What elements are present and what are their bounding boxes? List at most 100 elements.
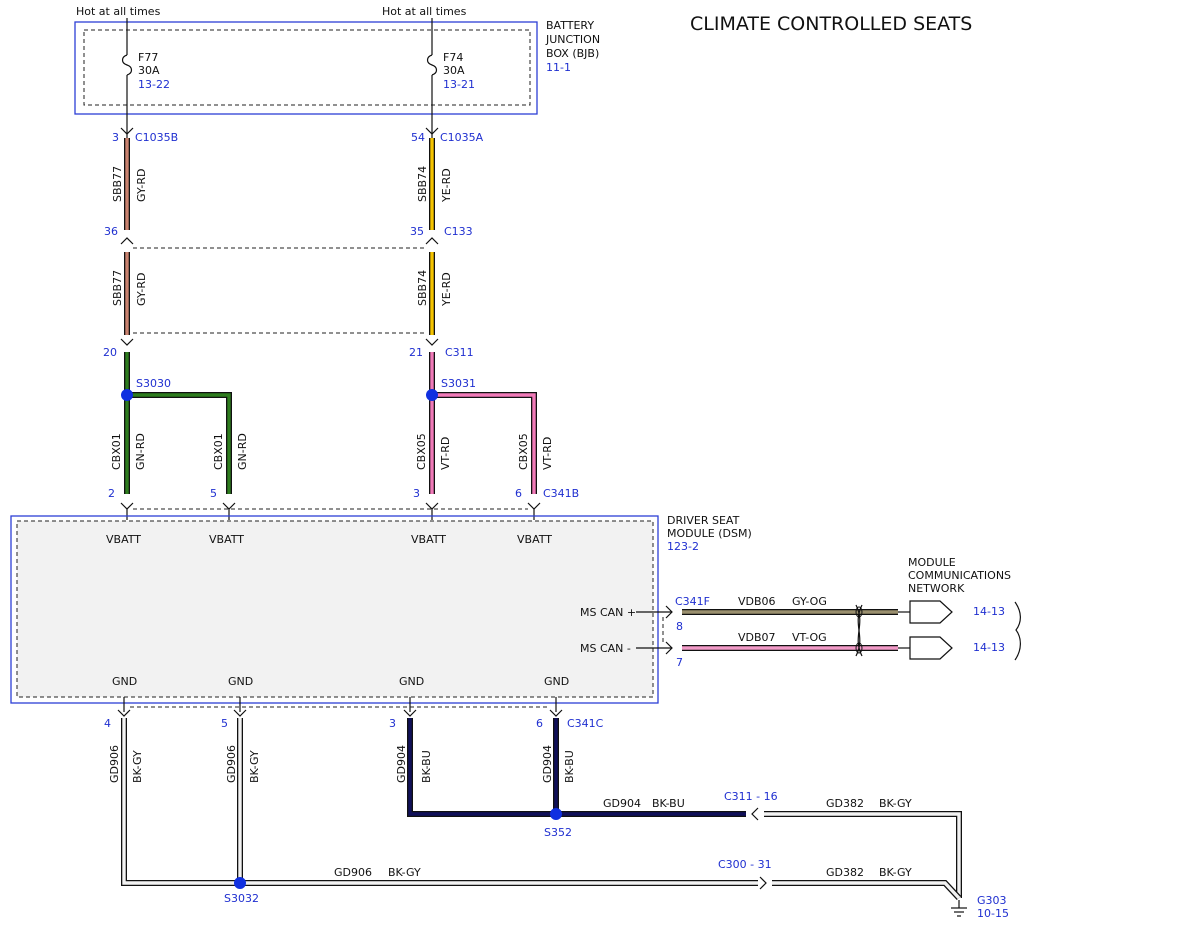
wire-vt-rd-a: VT-RD xyxy=(439,437,452,470)
splice-s3031-label: S3031 xyxy=(441,377,476,390)
wire-cbx05-branch xyxy=(432,392,537,494)
dsm-gnd-2: GND xyxy=(228,675,253,688)
wire-gd904-b: GD904 xyxy=(541,745,554,783)
bjb-ref: 11-1 xyxy=(546,61,571,74)
dsm-vbatt-3: VBATT xyxy=(411,533,446,546)
wire-vt-rd-b: VT-RD xyxy=(541,437,554,470)
c341b-pin-3: 3 xyxy=(413,487,420,500)
c311-label: C311 xyxy=(445,346,474,359)
wire-bk-bu-a: BK-BU xyxy=(420,750,433,783)
wire-gd382-a: GD382 xyxy=(826,797,864,810)
network-connector-minus xyxy=(909,636,953,660)
wire-gd906-b: GD906 xyxy=(225,745,238,783)
dsm-ms-can-plus: MS CAN + xyxy=(580,606,636,619)
wire-gn-rd-b: GN-RD xyxy=(236,433,249,470)
c341c-pin-2: 5 xyxy=(221,717,228,730)
wire-gd906-left xyxy=(121,718,758,886)
splice-s3031 xyxy=(426,389,438,401)
wire-gn-rd-a: GN-RD xyxy=(134,433,147,470)
splice-s352-label: S352 xyxy=(544,826,572,839)
c133-label: C133 xyxy=(444,225,473,238)
wire-bk-gy-b: BK-GY xyxy=(248,750,261,783)
wire-vdb06: VDB06 xyxy=(738,595,776,608)
bjb-name-3: BOX (BJB) xyxy=(546,47,599,60)
ground-symbol xyxy=(951,900,967,917)
c311-16-label: C311 - 16 xyxy=(724,790,778,803)
c341b-pin-1: 2 xyxy=(108,487,115,500)
wires-layer xyxy=(121,138,962,901)
wire-bk-gy-c: BK-GY xyxy=(879,797,912,810)
fuse-f77-id: F77 xyxy=(138,51,158,64)
c1035b-pin: 3 xyxy=(112,131,119,144)
fuse-f74-amps: 30A xyxy=(443,64,465,77)
wire-gy-rd-b: GY-RD xyxy=(135,273,148,306)
ground-ref: 10-15 xyxy=(977,907,1009,920)
dsm-ref: 123-2 xyxy=(667,540,699,553)
wire-sbb77-b: SBB77 xyxy=(111,270,124,306)
power-label-right: Hot at all times xyxy=(382,5,467,18)
c311-pin-right: 21 xyxy=(409,346,423,359)
network-ref-minus: 14-13 xyxy=(973,641,1005,654)
splice-s3030 xyxy=(121,389,133,401)
wire-ye-rd-a: YE-RD xyxy=(440,168,453,203)
wire-gd382-b: GD382 xyxy=(826,866,864,879)
twisted-pair-symbol xyxy=(855,604,863,657)
c311-pin-left: 20 xyxy=(103,346,117,359)
fuse-f77-ref: 13-22 xyxy=(138,78,170,91)
c300-31-label: C300 - 31 xyxy=(718,858,772,871)
dsm-vbatt-1: VBATT xyxy=(106,533,141,546)
splice-layer xyxy=(121,389,562,889)
c341c-pin-4: 6 xyxy=(536,717,543,730)
dsm-vbatt-2: VBATT xyxy=(209,533,244,546)
c341f-label: C341F xyxy=(675,595,710,608)
wire-gd382-upper xyxy=(764,811,962,898)
fuse-f74: F74 30A 13-21 xyxy=(426,51,475,91)
power-label-left: Hot at all times xyxy=(76,5,161,18)
splice-s3032-label: S3032 xyxy=(224,892,259,905)
wire-gd904-h: GD904 xyxy=(603,797,641,810)
dsm-gnd-3: GND xyxy=(399,675,424,688)
battery-junction-box: BATTERY JUNCTION BOX (BJB) 11-1 xyxy=(74,19,600,115)
wire-bk-gy-d: BK-GY xyxy=(879,866,912,879)
c133-pin-right: 35 xyxy=(410,225,424,238)
wire-cbx01-a: CBX01 xyxy=(110,433,123,470)
c341b-label: C341B xyxy=(543,487,579,500)
wire-sbb77-a: SBB77 xyxy=(111,166,124,202)
wire-sbb74-a: SBB74 xyxy=(416,166,429,202)
network-label-1: MODULE xyxy=(908,556,956,569)
wire-gd904-left xyxy=(407,718,746,817)
wire-cbx01-b: CBX01 xyxy=(212,433,225,470)
wire-cbx01-branch xyxy=(127,392,232,494)
fuse-f77-amps: 30A xyxy=(138,64,160,77)
diagram-title: CLIMATE CONTROLLED SEATS xyxy=(690,13,972,35)
wire-bk-bu-h: BK-BU xyxy=(652,797,685,810)
splice-s3030-label: S3030 xyxy=(136,377,171,390)
wire-ye-rd-b: YE-RD xyxy=(440,272,453,307)
c341c-label: C341C xyxy=(567,717,604,730)
dsm-gnd-1: GND xyxy=(112,675,137,688)
c133-pin-left: 36 xyxy=(104,225,118,238)
wire-gd382-lower xyxy=(772,880,962,901)
network-label-3: NETWORK xyxy=(908,582,965,595)
wire-gy-rd-a: GY-RD xyxy=(135,169,148,202)
wire-gd904-a: GD904 xyxy=(395,745,408,783)
network-label-2: COMMUNICATIONS xyxy=(908,569,1011,582)
c341f-pin-plus: 8 xyxy=(676,620,683,633)
c1035b-label: C1035B xyxy=(135,131,178,144)
bjb-name-2: JUNCTION xyxy=(545,33,600,46)
wire-vdb07: VDB07 xyxy=(738,631,776,644)
c341c-pin-3: 3 xyxy=(389,717,396,730)
wire-vt-og: VT-OG xyxy=(792,631,827,644)
wire-bk-gy-h: BK-GY xyxy=(388,866,421,879)
dsm-name-1: DRIVER SEAT xyxy=(667,514,740,527)
network-bracket xyxy=(1014,601,1021,661)
wire-gy-og: GY-OG xyxy=(792,595,827,608)
wire-bk-gy-a: BK-GY xyxy=(131,750,144,783)
network-connector-plus xyxy=(909,600,953,624)
c1035a-label: C1035A xyxy=(440,131,484,144)
splice-s352 xyxy=(550,808,562,820)
wire-cbx05-a: CBX05 xyxy=(415,433,428,470)
c1035a-pin: 54 xyxy=(411,131,425,144)
fuse-f74-id: F74 xyxy=(443,51,463,64)
